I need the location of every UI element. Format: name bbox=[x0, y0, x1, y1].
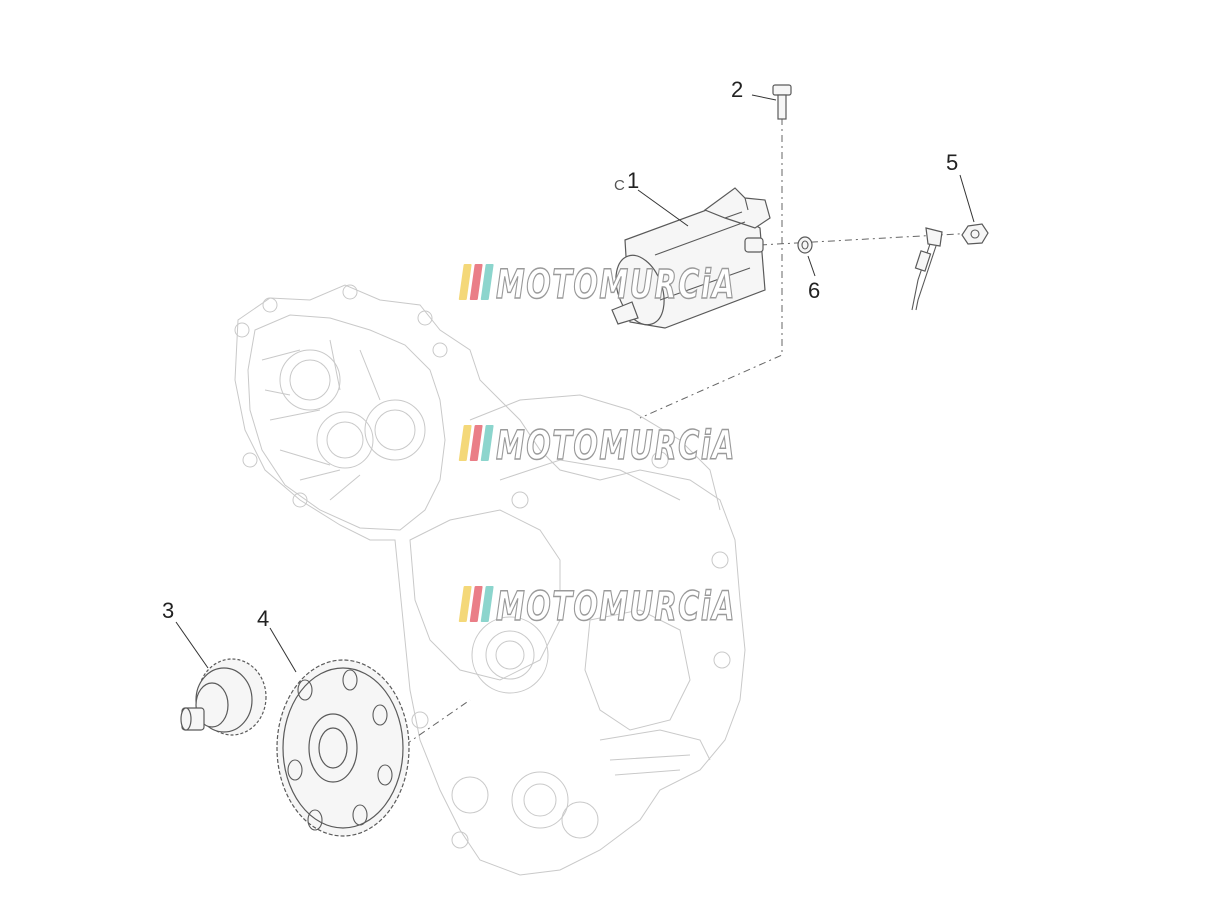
washer-part bbox=[797, 236, 813, 254]
callout-2: 2 bbox=[731, 77, 743, 102]
callout-1: 1 bbox=[627, 168, 639, 193]
bolt-part bbox=[772, 84, 792, 120]
watermark-stripes bbox=[458, 264, 494, 300]
callout-3: 3 bbox=[162, 598, 174, 623]
starter-gear-part bbox=[276, 659, 410, 837]
watermark-stripes bbox=[458, 586, 494, 622]
watermark-logo: MOTOMURCiA bbox=[458, 422, 736, 470]
watermark-stripes bbox=[458, 425, 494, 461]
callout-5: 5 bbox=[946, 150, 958, 175]
callout-6: 6 bbox=[808, 278, 820, 303]
watermark-logo: MOTOMURCiA bbox=[458, 261, 736, 309]
callout-4: 4 bbox=[257, 606, 269, 631]
starter-motor-part bbox=[611, 187, 771, 329]
callout-leader-lines bbox=[175, 94, 975, 673]
watermark-logo: MOTOMURCiA bbox=[458, 583, 736, 631]
watermark-text: MOTOMURCiA bbox=[496, 584, 736, 630]
nut-part bbox=[961, 223, 989, 245]
marker-c-label: C bbox=[614, 177, 625, 194]
watermark-text: MOTOMURCiA bbox=[496, 262, 736, 308]
intermediate-gear-part bbox=[180, 658, 267, 736]
callout-labels: 1 2 3 4 5 6 C bbox=[162, 77, 958, 631]
starter-cable-part bbox=[911, 227, 943, 311]
assembly-guide-lines bbox=[404, 118, 976, 746]
engine-crankcase-drawing bbox=[234, 284, 746, 876]
watermark-text: MOTOMURCiA bbox=[496, 423, 736, 469]
